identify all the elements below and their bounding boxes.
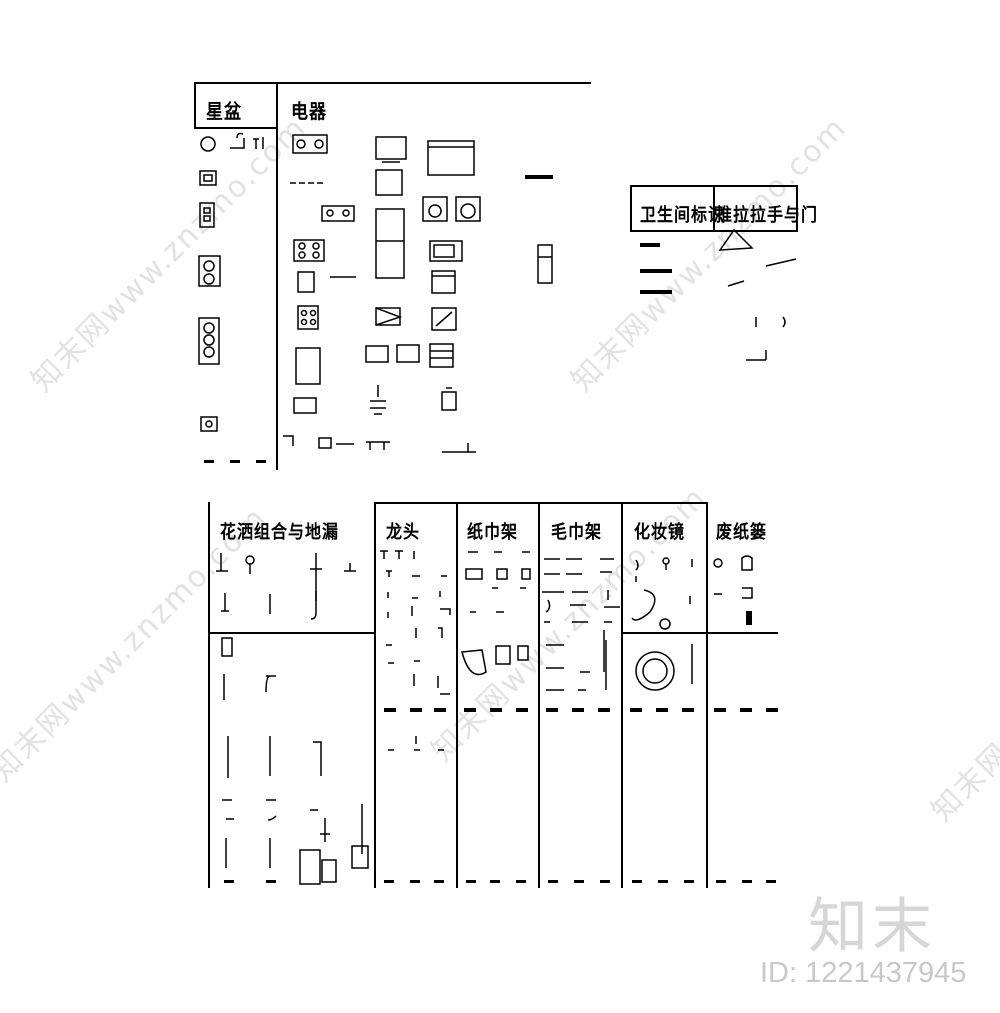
sink-icon [198,132,264,432]
faucet-icon [380,550,451,751]
frame-line [276,82,278,470]
frame-line [621,502,623,888]
frame-line [706,502,708,888]
section-title-toilet-sign: 卫生间标识 [640,203,726,226]
image-id-label: ID: 1221437945 [760,957,967,989]
frame-line [621,632,707,634]
lamp-icon [370,385,386,415]
frame-line [194,127,276,129]
frame-line [538,502,540,888]
tv-icon [396,344,420,363]
chair-icon [441,387,457,411]
tv-icon [365,345,389,363]
frame-line [374,502,706,504]
box-icon [429,343,454,368]
frame-line [194,82,196,127]
toilet-paper-holder-icon [461,551,531,676]
frame-line [194,82,591,84]
section-title-faucet: 龙头 [386,520,421,543]
section-title-appliances: 电器 [291,100,327,124]
frame-icon [431,307,457,331]
floor-drain-icon [384,708,396,712]
frame-line [630,185,632,230]
box-icon [375,307,401,326]
frame-line [456,502,458,888]
section-title-towel-rack: 毛巾架 [551,520,603,543]
box-icon [295,347,321,385]
frame-line [796,185,798,230]
shower-head-icon [216,553,369,885]
frame-line [630,230,798,232]
box-icon [375,169,403,196]
towel-bar-icon [542,558,620,691]
frame-line [208,502,210,888]
washing-machine-icon [422,196,481,222]
tv-icon [375,136,475,176]
door-swing-icon [718,228,754,251]
section-title-slide-handle: 推拉拉手与门 [716,203,819,226]
waste-bin-icon [713,555,753,599]
brand-logo: 知末 [808,892,936,962]
frame-line [374,502,376,888]
panel-icon [293,397,317,414]
frame-line [713,185,715,230]
refrigerator-icon [375,208,405,279]
stove-icon [292,134,355,330]
water-dispenser-icon [537,244,553,284]
section-title-waste-bin: 废纸篓 [716,520,768,543]
frame-line [706,632,778,634]
oven-icon [431,270,456,294]
socket-icon [297,271,315,293]
section-title-paper-rack: 纸巾架 [467,520,519,543]
section-title-shower-combo: 花洒组合与地漏 [220,520,340,543]
frame-line [208,632,374,634]
microwave-icon [429,240,463,262]
section-title-mirror: 化妆镜 [634,520,686,543]
mirror-icon [631,557,693,691]
section-title-basin: 星盆 [206,100,242,124]
